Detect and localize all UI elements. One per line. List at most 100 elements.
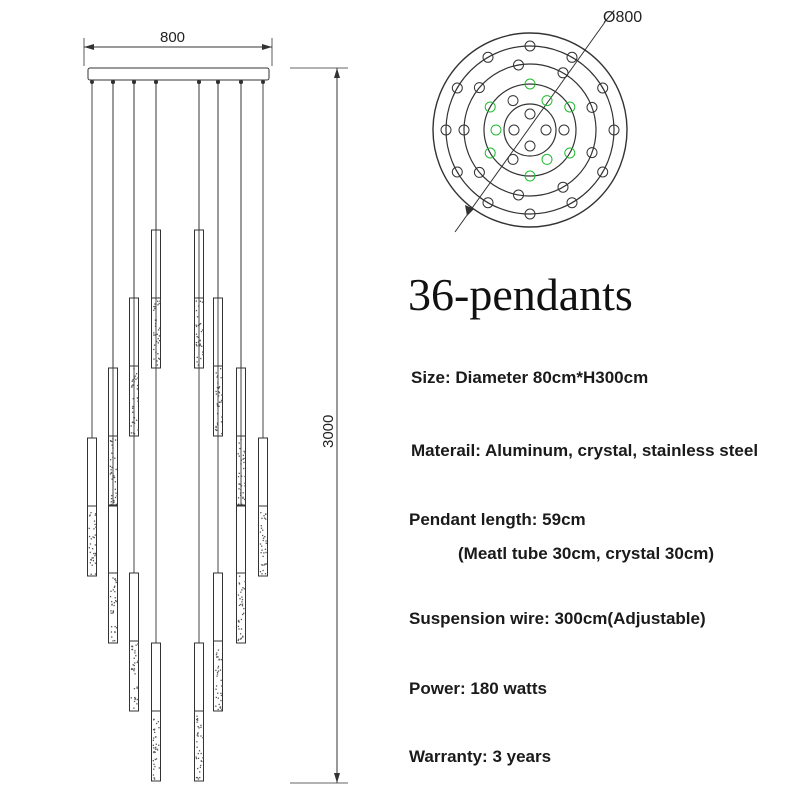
crystal-texture bbox=[152, 728, 155, 731]
crystal-texture bbox=[110, 440, 112, 442]
crystal-texture bbox=[94, 562, 97, 564]
crystal-texture bbox=[240, 628, 243, 630]
ring-4 bbox=[445, 45, 615, 215]
crystal-texture bbox=[136, 687, 138, 689]
crystal-texture bbox=[199, 300, 202, 302]
crystal-texture bbox=[195, 344, 198, 346]
ring-1 bbox=[503, 103, 557, 157]
crystal-texture bbox=[153, 344, 156, 346]
ring-2 bbox=[483, 83, 577, 177]
pendant-dot bbox=[508, 124, 520, 136]
crystal-texture bbox=[137, 643, 139, 645]
crystal-texture bbox=[132, 379, 134, 381]
pendant-dot bbox=[473, 166, 485, 178]
crystal-texture bbox=[94, 523, 96, 526]
crystal-texture bbox=[197, 733, 199, 735]
crystal-texture bbox=[238, 621, 240, 623]
crystal-texture bbox=[195, 757, 198, 760]
crystal-texture bbox=[153, 305, 155, 308]
crystal-texture bbox=[200, 764, 202, 767]
crystal-texture bbox=[131, 645, 134, 647]
crystal-texture bbox=[156, 749, 159, 751]
crystal-texture bbox=[195, 333, 198, 335]
crystal-texture bbox=[244, 498, 246, 501]
green-pendant-dot bbox=[541, 153, 553, 165]
crystal-texture bbox=[110, 612, 112, 614]
height-arrow-bottom bbox=[334, 773, 340, 783]
crystal-texture bbox=[237, 620, 240, 622]
crystal-texture bbox=[221, 394, 223, 396]
crystal-texture bbox=[113, 604, 115, 607]
crystal-texture bbox=[94, 555, 96, 557]
crystal-texture bbox=[91, 547, 94, 550]
crystal-texture bbox=[199, 343, 201, 345]
crystal-texture bbox=[199, 340, 201, 342]
crystal-texture bbox=[265, 542, 267, 544]
crystal-texture bbox=[154, 307, 156, 310]
crystal-texture bbox=[243, 461, 245, 464]
crystal-texture bbox=[113, 475, 115, 477]
crystal-texture bbox=[241, 613, 244, 616]
crystal-texture bbox=[134, 662, 136, 664]
crystal-texture bbox=[156, 360, 158, 362]
crystal-texture bbox=[110, 626, 113, 628]
metal-tube bbox=[151, 642, 161, 712]
crystal-rod bbox=[236, 572, 246, 644]
crystal-texture bbox=[134, 673, 136, 675]
crystal-texture bbox=[261, 517, 263, 520]
crystal-texture bbox=[158, 357, 160, 359]
green-pendant-dot bbox=[524, 170, 536, 182]
crystal-texture bbox=[131, 386, 133, 388]
crystal-texture bbox=[198, 323, 201, 326]
crystal-texture bbox=[115, 600, 117, 603]
crystal-texture bbox=[217, 708, 219, 711]
pendant-dot bbox=[566, 51, 578, 63]
crystal-texture bbox=[156, 340, 158, 343]
diameter-leader bbox=[454, 21, 606, 233]
pendant-dot bbox=[524, 108, 536, 120]
crystal-texture bbox=[155, 722, 158, 725]
crystal-texture bbox=[153, 332, 155, 334]
crystal-texture bbox=[132, 664, 134, 666]
diameter-label: Ø800 bbox=[603, 9, 642, 26]
crystal-texture bbox=[153, 348, 155, 351]
crystal-texture bbox=[195, 776, 198, 779]
crystal-texture bbox=[199, 322, 202, 325]
crystal-texture bbox=[134, 696, 136, 699]
width-arrow-right bbox=[262, 44, 272, 50]
crystal-texture bbox=[112, 640, 114, 642]
height-label: 3000 bbox=[320, 415, 337, 448]
crystal-texture bbox=[132, 384, 135, 386]
crystal-texture bbox=[110, 469, 112, 471]
crystal-texture bbox=[200, 357, 202, 360]
crystal-texture bbox=[116, 495, 118, 497]
pendant-dot bbox=[482, 197, 494, 209]
crystal-texture bbox=[259, 543, 262, 545]
crystal-texture bbox=[114, 597, 116, 599]
crystal-texture bbox=[198, 727, 200, 729]
crystal-texture bbox=[93, 520, 96, 522]
crystal-texture bbox=[111, 440, 113, 443]
crystal-texture bbox=[113, 586, 116, 589]
crystal-texture bbox=[219, 706, 222, 708]
crystal-texture bbox=[114, 631, 116, 633]
crystal-texture bbox=[89, 562, 91, 564]
ceiling-canopy bbox=[87, 67, 270, 81]
crystal-texture bbox=[95, 512, 97, 515]
crystal-texture bbox=[113, 499, 115, 502]
crystal-texture bbox=[134, 375, 136, 377]
crystal-texture bbox=[158, 335, 161, 337]
top-view-plan: Ø800 bbox=[432, 9, 642, 233]
pendant-dots bbox=[440, 40, 620, 220]
crystal-texture bbox=[216, 422, 219, 424]
crystal-texture bbox=[215, 685, 218, 687]
crystal-texture bbox=[115, 503, 118, 505]
crystal-texture bbox=[219, 669, 222, 671]
crystal-texture bbox=[137, 384, 139, 387]
crystal-texture bbox=[237, 475, 240, 478]
crystal-texture bbox=[238, 604, 241, 606]
crystal-texture bbox=[196, 316, 199, 318]
pendant-dot bbox=[524, 140, 536, 152]
wire-anchor bbox=[132, 80, 136, 84]
